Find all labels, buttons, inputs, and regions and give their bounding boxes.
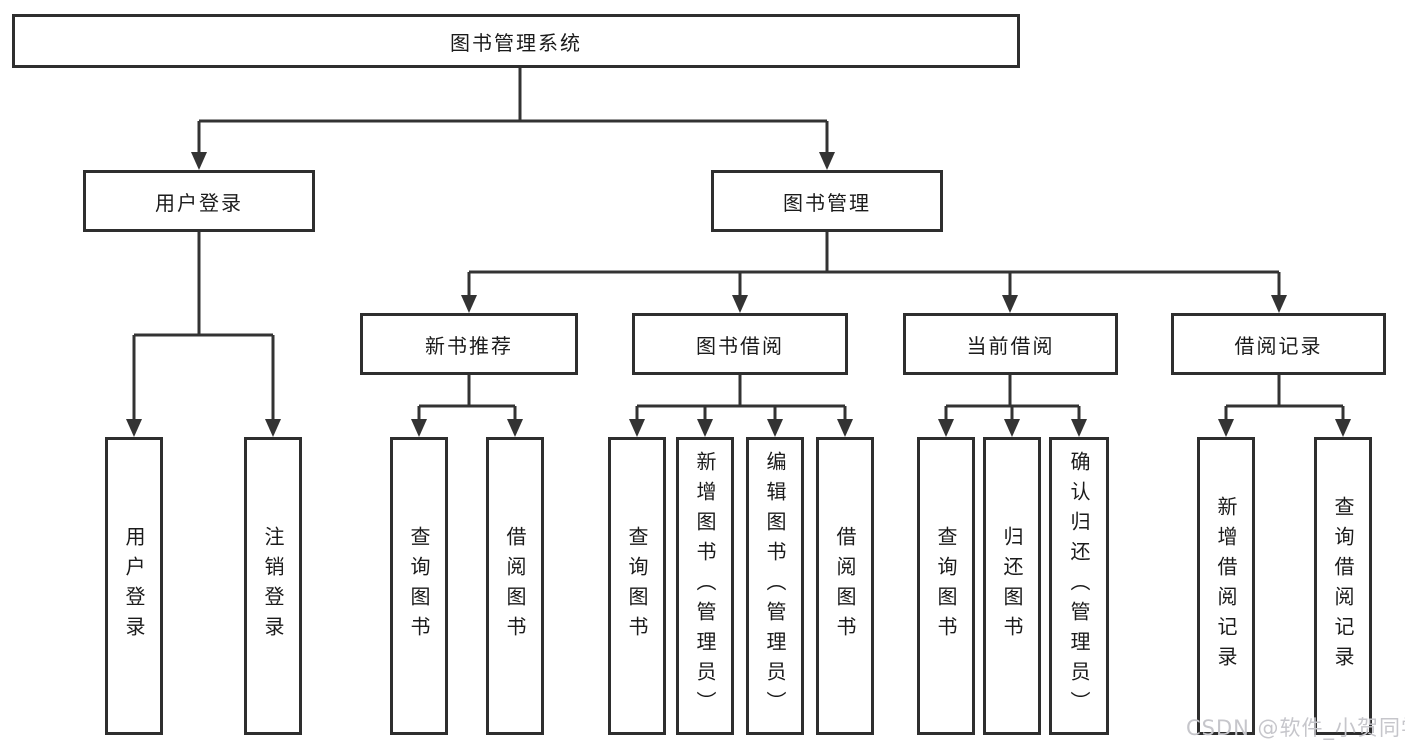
node-current-borrowing-label: 当前借阅	[966, 333, 1055, 358]
arrowhead	[507, 419, 523, 437]
leaf-borrow-book-label: 借阅图书	[833, 526, 857, 646]
leaf-add-book-admin: 新增图书（管理员）	[676, 437, 734, 735]
leaf-query-book-current-label: 查询图书	[934, 526, 958, 646]
arrowheads	[126, 152, 1351, 437]
node-user-login: 用户登录	[83, 170, 315, 232]
arrowhead	[697, 419, 713, 437]
arrowhead	[411, 419, 427, 437]
arrowhead	[191, 152, 207, 170]
node-book-borrowing: 图书借阅	[632, 313, 848, 375]
arrowhead	[1335, 419, 1351, 437]
leaf-return-book: 归还图书	[983, 437, 1041, 735]
connector-lines	[132, 68, 1345, 425]
arrowhead	[767, 419, 783, 437]
node-root: 图书管理系统	[12, 14, 1020, 68]
arrowhead	[819, 152, 835, 170]
leaf-query-book-borrowing: 查询图书	[608, 437, 666, 735]
arrowhead	[732, 295, 748, 313]
arrowhead	[1271, 295, 1287, 313]
arrowhead	[837, 419, 853, 437]
node-user-login-label: 用户登录	[155, 190, 243, 215]
node-root-label: 图书管理系统	[450, 30, 582, 55]
leaf-borrow-book-recommend: 借阅图书	[486, 437, 544, 735]
leaf-add-book-admin-label: 新增图书（管理员）	[693, 451, 717, 721]
watermark: CSDN @软件_小贺同学	[1186, 716, 1405, 740]
leaf-add-borrow-record: 新增借阅记录	[1197, 437, 1255, 735]
leaf-add-borrow-record-label: 新增借阅记录	[1214, 496, 1238, 676]
leaf-user-login-label: 用户登录	[122, 526, 146, 646]
arrowhead	[938, 419, 954, 437]
arrowhead	[629, 419, 645, 437]
leaf-logout: 注销登录	[244, 437, 302, 735]
leaf-query-book-borrowing-label: 查询图书	[625, 526, 649, 646]
leaf-borrow-book-recommend-label: 借阅图书	[503, 526, 527, 646]
leaf-query-book-recommend: 查询图书	[390, 437, 448, 735]
leaf-edit-book-admin: 编辑图书（管理员）	[746, 437, 804, 735]
leaf-edit-book-admin-label: 编辑图书（管理员）	[763, 451, 787, 721]
leaf-logout-label: 注销登录	[261, 526, 285, 646]
leaf-confirm-return-admin: 确认归还（管理员）	[1049, 437, 1109, 735]
node-current-borrowing: 当前借阅	[903, 313, 1118, 375]
leaf-return-book-label: 归还图书	[1000, 526, 1024, 646]
leaf-user-login: 用户登录	[105, 437, 163, 735]
node-book-management: 图书管理	[711, 170, 943, 232]
leaf-confirm-return-admin-label: 确认归还（管理员）	[1067, 451, 1091, 721]
arrowhead	[1004, 419, 1020, 437]
leaf-query-book-recommend-label: 查询图书	[407, 526, 431, 646]
arrowhead	[1071, 419, 1087, 437]
arrowhead	[1218, 419, 1234, 437]
leaf-query-book-current: 查询图书	[917, 437, 975, 735]
arrowhead	[1002, 295, 1018, 313]
leaf-query-borrow-record: 查询借阅记录	[1314, 437, 1372, 735]
node-new-book-recommend: 新书推荐	[360, 313, 578, 375]
leaf-query-borrow-record-label: 查询借阅记录	[1331, 496, 1355, 676]
arrowhead	[461, 295, 477, 313]
arrowhead	[126, 419, 142, 437]
leaf-borrow-book: 借阅图书	[816, 437, 874, 735]
node-new-book-recommend-label: 新书推荐	[425, 333, 513, 358]
node-book-management-label: 图书管理	[783, 190, 871, 215]
node-borrowing-records: 借阅记录	[1171, 313, 1386, 375]
arrowhead	[265, 419, 281, 437]
node-book-borrowing-label: 图书借阅	[696, 333, 784, 358]
node-borrowing-records-label: 借阅记录	[1234, 333, 1323, 358]
